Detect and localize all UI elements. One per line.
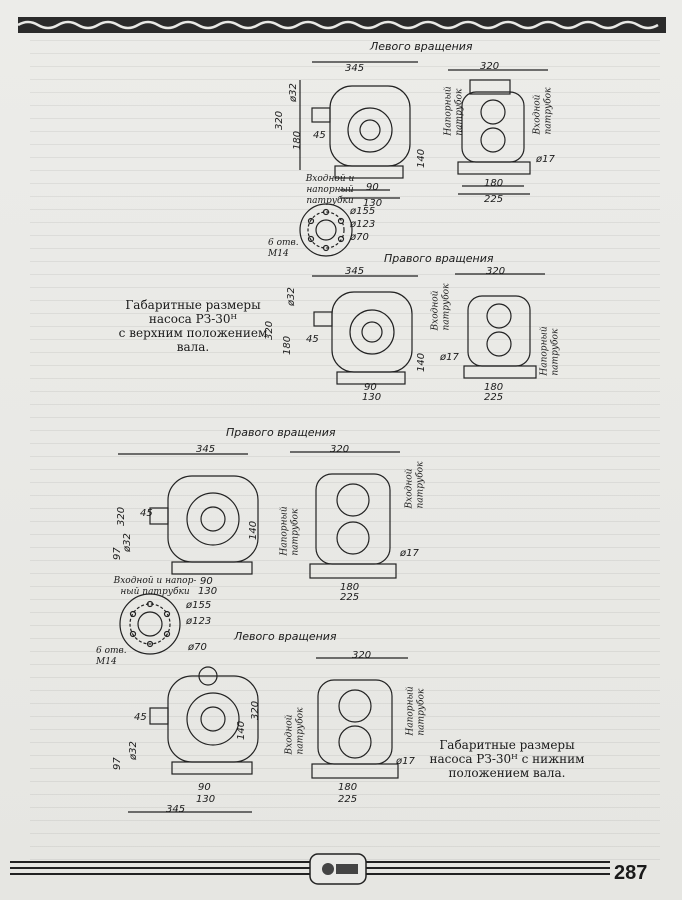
- svg-text:140: 140: [416, 149, 427, 168]
- drawing-3-title: Правого вращения: [226, 426, 336, 439]
- svg-text:320: 320: [116, 507, 127, 526]
- svg-text:ø32: ø32: [128, 741, 139, 761]
- svg-text:320: 320: [250, 701, 261, 720]
- svg-text:ø70: ø70: [349, 232, 369, 243]
- svg-text:320: 320: [352, 650, 371, 661]
- svg-text:225: 225: [338, 794, 357, 805]
- drawing-1-inlet-label: Входной и напорный патрубки: [305, 174, 355, 206]
- svg-text:ø123: ø123: [349, 219, 375, 230]
- svg-text:90: 90: [198, 782, 211, 793]
- caption-upper-shaft: Габаритные размеры насоса РЗ-30ᴴ с верхн…: [118, 298, 268, 354]
- drawing-4-nap-label: Напорный патрубок: [405, 686, 427, 736]
- svg-text:345: 345: [345, 266, 364, 277]
- svg-text:140: 140: [236, 721, 247, 740]
- svg-text:320: 320: [330, 444, 349, 455]
- svg-text:97: 97: [112, 757, 123, 770]
- svg-text:ø32: ø32: [288, 83, 299, 103]
- svg-text:45: 45: [134, 712, 147, 723]
- svg-text:180: 180: [484, 382, 503, 393]
- drawing-1-front-view: Левого вращения 345 320 180 140 ø32 45 9…: [274, 40, 473, 209]
- svg-text:ø70: ø70: [187, 642, 207, 653]
- drawing-3-side-view: 320 180 225 ø17: [290, 444, 419, 603]
- drawing-2-nap-label: Напорный патрубок: [539, 326, 561, 376]
- flange-1-holes-label: 6 отв. М14: [268, 238, 299, 259]
- drawing-2-vkh-label: Входной патрубок: [430, 283, 452, 331]
- svg-text:130: 130: [196, 794, 215, 805]
- drawing-4-title: Левого вращения: [233, 630, 337, 643]
- svg-text:180: 180: [484, 178, 503, 189]
- svg-text:130: 130: [362, 392, 381, 403]
- svg-text:ø155: ø155: [349, 206, 375, 217]
- svg-text:140: 140: [248, 521, 259, 540]
- svg-text:180: 180: [292, 131, 303, 150]
- drawing-1-title: Левого вращения: [369, 40, 473, 53]
- svg-text:90: 90: [364, 382, 377, 393]
- drawing-4-vkh-label: Входной патрубок: [284, 707, 306, 755]
- svg-text:ø32: ø32: [122, 533, 133, 553]
- svg-text:ø17: ø17: [535, 154, 555, 165]
- svg-text:ø17: ø17: [395, 756, 415, 767]
- drawing-3-inlet-label: Входной и напор- ный патрубки: [113, 576, 197, 597]
- svg-text:130: 130: [198, 586, 217, 597]
- drawing-3-vkh-label: Входной патрубок: [404, 461, 426, 509]
- svg-text:345: 345: [345, 63, 364, 74]
- svg-text:320: 320: [480, 61, 499, 72]
- svg-text:320: 320: [264, 321, 275, 340]
- svg-text:ø155: ø155: [185, 600, 211, 611]
- svg-text:180: 180: [340, 582, 359, 593]
- svg-text:225: 225: [340, 592, 359, 603]
- drawing-2-side-view: 320 180 225 ø17: [439, 266, 545, 403]
- drawing-4-front-view: Левого вращения 320 140 45 ø32 97 90 130…: [112, 630, 337, 815]
- page-number: 287: [614, 862, 648, 884]
- top-ornamental-border: [18, 17, 666, 33]
- drawing-2-title: Правого вращения: [384, 252, 494, 265]
- svg-text:130: 130: [363, 198, 382, 209]
- svg-text:45: 45: [306, 334, 319, 345]
- caption-lower-shaft: Габаритные размеры насоса РЗ-30ᴴ с нижни…: [429, 738, 585, 780]
- flange-1-view: ø155 ø123 ø70: [299, 203, 375, 257]
- svg-text:90: 90: [200, 576, 213, 587]
- svg-text:225: 225: [484, 392, 503, 403]
- svg-text:345: 345: [166, 804, 185, 815]
- svg-text:320: 320: [486, 266, 505, 277]
- drawing-4-side-view: 320 180 225 ø17: [311, 650, 415, 805]
- svg-text:90: 90: [366, 182, 379, 193]
- svg-text:45: 45: [313, 130, 326, 141]
- svg-text:ø17: ø17: [439, 352, 459, 363]
- svg-text:345: 345: [196, 444, 215, 455]
- svg-text:180: 180: [282, 336, 293, 355]
- bottom-ornamental-border: [10, 853, 610, 885]
- svg-text:320: 320: [274, 111, 285, 130]
- svg-text:ø32: ø32: [286, 287, 297, 307]
- svg-text:225: 225: [484, 194, 503, 205]
- bleed-through-text: [30, 40, 660, 860]
- drawing-1-nap-label: Напорный патрубок: [443, 86, 465, 136]
- svg-text:97: 97: [112, 547, 123, 560]
- drawing-3-front-view: Правого вращения 345 320 140 45 ø32 97 9…: [112, 426, 336, 597]
- drawing-3-nap-label: Напорный патрубок: [279, 506, 301, 556]
- drawing-1-side-view: 320 180 225 ø17: [448, 61, 555, 205]
- flange-2-holes-label: 6 отв. М14: [96, 646, 127, 667]
- flange-2-view: ø155 ø123 ø70: [119, 593, 211, 655]
- svg-text:ø17: ø17: [399, 548, 419, 559]
- drawing-1-vkh-label: Входной патрубок: [532, 87, 554, 135]
- svg-text:45: 45: [140, 508, 153, 519]
- svg-text:180: 180: [338, 782, 357, 793]
- drawing-2-front-view: Правого вращения 345 320 180 140 ø32 45 …: [264, 252, 494, 403]
- svg-text:140: 140: [416, 353, 427, 372]
- svg-text:ø123: ø123: [185, 616, 211, 627]
